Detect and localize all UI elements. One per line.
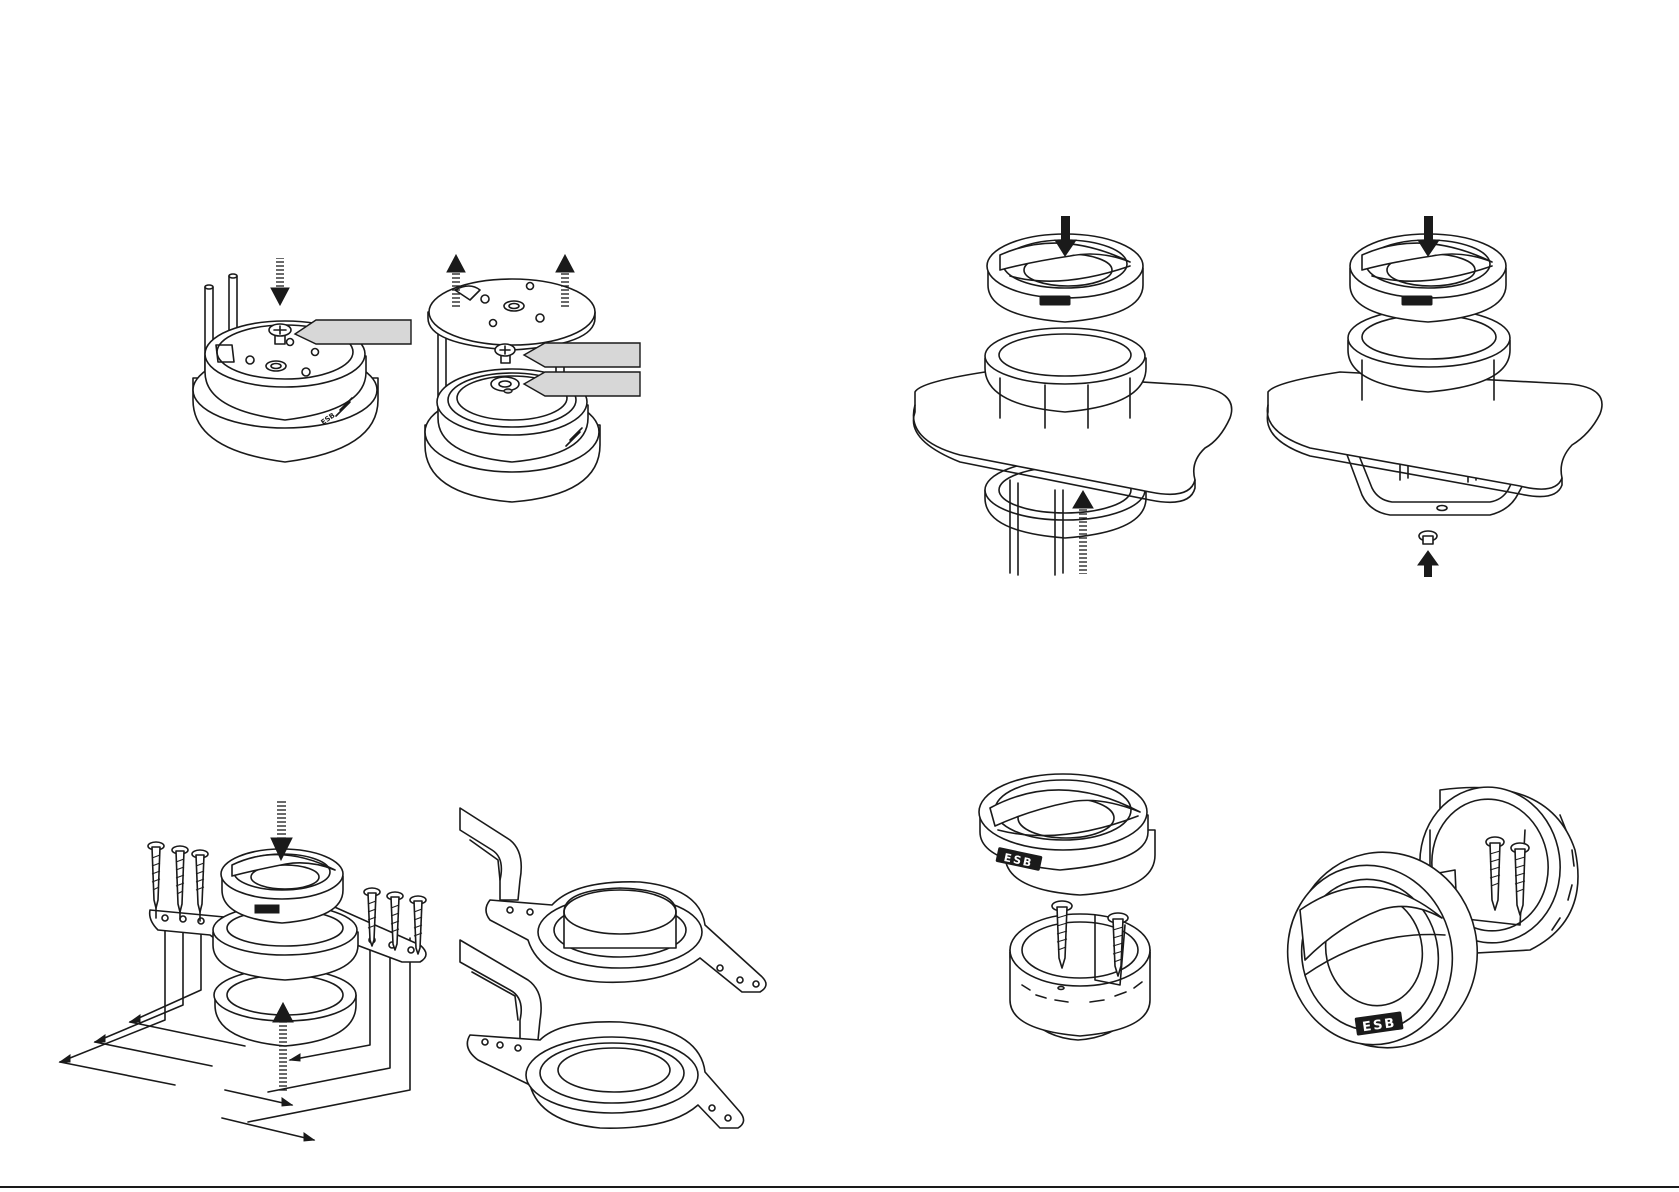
fig-insert-top-2 <box>1267 216 1602 577</box>
fig-housing-assembled: ESB <box>1271 778 1578 1065</box>
fig-remove-grille: ESB <box>193 258 411 462</box>
arrow-up-icon <box>273 1003 293 1092</box>
fig-insert-top-1 <box>913 216 1231 575</box>
screw-icon <box>172 846 188 919</box>
screw-icon <box>495 344 515 363</box>
arrow-down-icon <box>271 258 289 305</box>
arrow-up-icon <box>1418 551 1438 577</box>
bracket-detail-upper <box>460 808 766 992</box>
screw-icon <box>192 850 208 921</box>
screw-icon <box>148 842 164 918</box>
callout-a <box>295 320 411 344</box>
speaker-grille <box>221 849 343 923</box>
fig-housing-screw: ESB <box>979 774 1155 1040</box>
callout-c <box>524 372 640 396</box>
fig-bracket-detail <box>460 808 766 1128</box>
callout-b <box>524 343 640 367</box>
fig-bracket-mount <box>60 800 426 1141</box>
fig-lift-grille <box>425 255 640 502</box>
speaker-housing <box>1010 914 1150 1040</box>
page-bottom-rule <box>0 1186 1679 1188</box>
speaker-grille: ESB <box>979 774 1155 895</box>
screw-icon <box>1419 531 1437 544</box>
